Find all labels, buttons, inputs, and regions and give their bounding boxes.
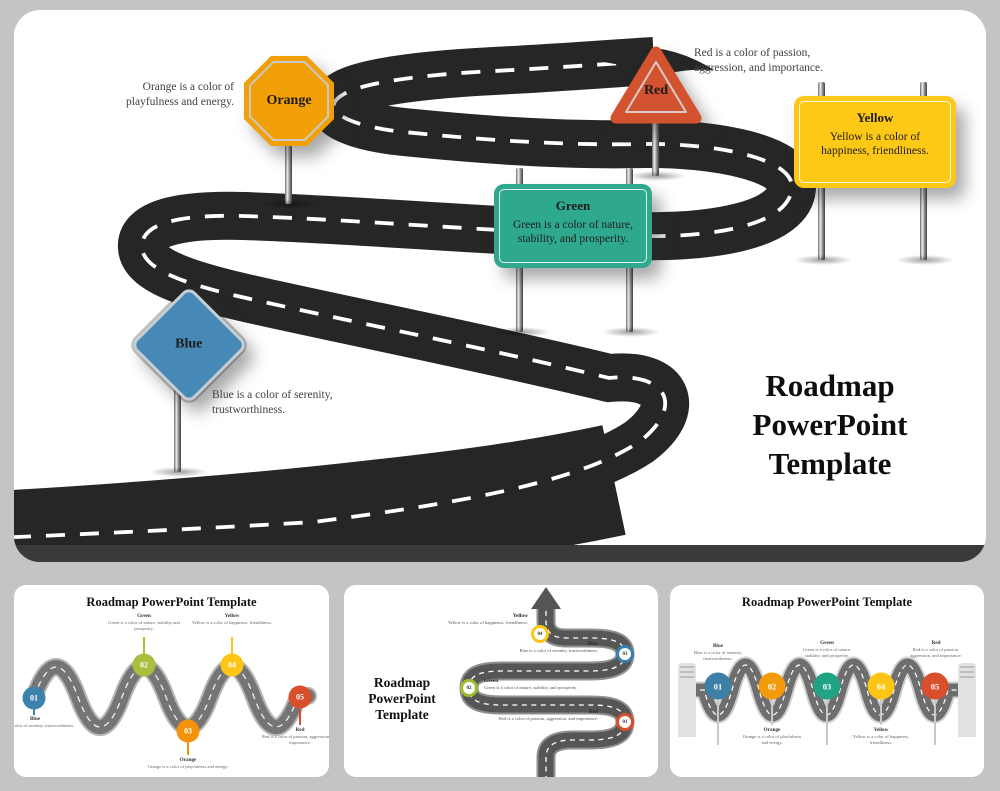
thumbnail-left-title: Roadmap PowerPoint Template (86, 595, 257, 609)
milestone-stem (934, 699, 936, 745)
yellow-board-sign: Yellow Yellow is a color of happiness, f… (794, 96, 956, 188)
milestone-circle: 03 (813, 672, 841, 700)
road-gate-left (678, 663, 696, 737)
milestone-number: 04 (876, 681, 886, 691)
orange-octagon-sign: Orange (244, 56, 334, 146)
orange-sign-post (285, 142, 292, 204)
orange-caption: Orange is a color of playfulness and ene… (126, 81, 234, 108)
blue-sign-label: Blue (175, 336, 203, 352)
thumbnail-right[interactable]: Roadmap PowerPoint Template 01 02 03 04 … (670, 585, 984, 777)
green-board-title: Green (555, 198, 591, 213)
milestone-number: 01 (30, 693, 38, 703)
orange-post-shadow (261, 199, 319, 209)
milestone-stem (299, 709, 301, 725)
slide-title: Roadmap PowerPoint Template (752, 368, 908, 482)
thumbnail-middle[interactable]: Roadmap PowerPoint Template 01 02 03 04 … (344, 585, 658, 777)
milestone-stem (187, 741, 189, 755)
green-board-sign: Green Green is a color of nature, stabil… (494, 184, 652, 268)
milestone-circle: 05 (921, 672, 949, 700)
yellow-post-shadow-left (794, 255, 852, 265)
milestone-number: 03 (622, 651, 628, 657)
orange-sign-label: Orange (266, 93, 312, 108)
milestone-circle: 05 (288, 685, 312, 709)
blue-diamond-sign: Blue (129, 285, 249, 405)
diamond-face: Blue (129, 285, 249, 405)
milestone-stem (771, 699, 773, 725)
octagon-face: Orange (251, 63, 327, 139)
red-post-shadow (628, 171, 686, 181)
milestone-ring: 03 (616, 645, 634, 663)
milestone-circle: 02 (132, 653, 156, 677)
triangle-shape (610, 46, 702, 124)
milestone-ring: 01 (616, 713, 634, 731)
milestone-circle: 04 (220, 653, 244, 677)
wavy-road-graphic (25, 658, 317, 736)
red-caption: Red is a color of passion, aggression, a… (694, 47, 824, 74)
yellow-board-desc: Yellow is a color of happiness, friendli… (821, 131, 929, 158)
milestone-stem (143, 637, 145, 655)
blue-post-shadow (150, 467, 208, 477)
milestone-number: 05 (930, 681, 940, 691)
milestone-circle: 02 (758, 672, 786, 700)
road-arrow-icon (531, 587, 561, 609)
milestone-number: 03 (822, 681, 832, 691)
slide-bottom-strip (14, 545, 986, 562)
milestone-number: 03 (184, 726, 192, 736)
thumbnail-middle-title: Roadmap PowerPoint Template (368, 675, 436, 723)
milestone-ring: 02 (460, 679, 478, 697)
red-sign-label: Red (643, 82, 669, 98)
green-board-desc: Green is a color of nature, stability, a… (512, 219, 634, 246)
main-slide-preview[interactable]: Orange Red Blue Green Green is a color o… (14, 10, 986, 562)
red-sign-post (652, 118, 659, 176)
milestone-circle: 03 (176, 719, 200, 743)
yellow-post-shadow-right (896, 255, 954, 265)
yellow-board-title: Yellow (856, 110, 894, 125)
road-gate-right (958, 663, 976, 737)
milestone-number: 01 (713, 681, 723, 691)
milestone-stem (880, 699, 882, 725)
milestone-number: 04 (228, 660, 236, 670)
thumbnail-left[interactable]: Roadmap PowerPoint Template 01 02 03 04 … (14, 585, 329, 777)
thumbnail-right-title: Roadmap PowerPoint Template (741, 595, 913, 609)
milestone-number: 02 (466, 685, 472, 691)
road-centerline-dashes (14, 59, 794, 540)
blue-caption: Blue is a color of serenity, trustworthi… (212, 389, 333, 416)
milestone-circle: 01 (22, 686, 46, 710)
milestone-stem (826, 699, 828, 745)
green-post-shadow-left (492, 327, 550, 337)
milestone-stem (231, 637, 233, 655)
green-post-shadow-right (602, 327, 660, 337)
blue-sign-post (174, 388, 181, 472)
milestone-number: 02 (767, 681, 777, 691)
milestone-number: 02 (140, 660, 148, 670)
milestone-ring: 04 (531, 625, 549, 643)
milestone-stem (717, 699, 719, 745)
milestone-number: 05 (296, 692, 304, 702)
milestone-circle: 01 (704, 672, 732, 700)
milestone-number: 01 (622, 719, 628, 725)
milestone-circle: 04 (867, 672, 895, 700)
red-triangle-sign: Red (610, 44, 702, 124)
milestone-number: 04 (537, 631, 543, 637)
milestone-stem (33, 707, 35, 715)
